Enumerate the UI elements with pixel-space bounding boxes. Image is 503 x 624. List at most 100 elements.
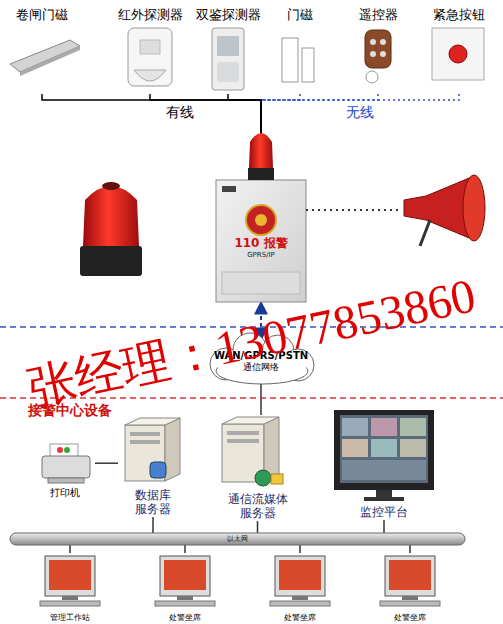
node-text: 遥控器 — [359, 8, 398, 23]
node-text: 卷闸门磁 — [16, 8, 68, 23]
comm-server-top — [222, 417, 279, 424]
workstation: 处警坐席 — [375, 553, 445, 622]
keyboard — [270, 601, 330, 606]
video-tile — [371, 418, 397, 436]
connector-line — [261, 94, 300, 180]
workstation-icon — [380, 556, 440, 606]
pc-stand — [62, 596, 78, 600]
connector-line — [150, 94, 261, 180]
print-dot — [64, 447, 70, 453]
node-text: 红外探测器 — [118, 8, 183, 23]
roller-door-magnet-edge — [20, 46, 80, 76]
emergency-button-plate — [432, 28, 484, 80]
comm-server-tower — [222, 424, 264, 482]
drive-bay — [227, 431, 259, 435]
remote-button — [370, 39, 376, 45]
ethernet-bus: 以太网 — [10, 533, 465, 545]
remote-button — [380, 39, 386, 45]
print-dot — [57, 447, 63, 453]
workstation-icon — [155, 556, 215, 606]
drive-bay — [227, 439, 259, 443]
detector-device: 双鉴探测器 — [188, 4, 268, 94]
node-text: 门磁 — [287, 8, 313, 23]
pc-screen — [279, 560, 321, 590]
node-text: 管理工作站 — [50, 613, 90, 622]
monitor-frame — [334, 410, 434, 490]
monitor-screen — [340, 415, 428, 483]
comm-server-side — [264, 417, 279, 482]
node-text: 以太网 — [227, 533, 248, 545]
strobe-base — [248, 168, 274, 180]
pc-stand — [177, 596, 193, 600]
node-text: 处警坐席 — [394, 613, 426, 622]
host-indicator — [222, 186, 236, 192]
connector-line — [260, 382, 262, 415]
db-server-top — [125, 418, 180, 425]
wireless-label: 无线 — [346, 104, 374, 122]
connector-line — [383, 520, 385, 533]
monitor-stand — [376, 490, 392, 497]
remote-control — [365, 30, 391, 68]
pir-window — [140, 40, 160, 54]
pc-screen — [49, 560, 91, 590]
video-tile — [342, 460, 426, 480]
pir-lens — [134, 70, 166, 81]
connector-line — [257, 521, 259, 533]
dual-detector-grille — [217, 36, 239, 56]
dual-detector — [212, 28, 244, 90]
door-magnet-part — [302, 48, 314, 82]
watermark: 张经理：13077853860 — [0, 258, 503, 425]
pc-stand — [402, 596, 418, 600]
node-text: 通信流媒体 服务器 — [225, 493, 291, 521]
emblem-star — [255, 214, 267, 226]
connector-line — [95, 462, 118, 464]
alarm-host: 110 报警GPRS/IP — [216, 180, 306, 302]
printer: 打印机 — [35, 440, 95, 498]
database-icon — [150, 462, 166, 478]
detector-device: 紧急按钮 — [418, 4, 500, 94]
section-title: 接警中心设备 — [28, 402, 112, 420]
monitor-platform: 监控平台 — [328, 406, 440, 520]
workstation: 管理工作站 — [35, 553, 105, 622]
node-text: 双鉴探测器 — [196, 8, 261, 23]
pc-monitor — [275, 556, 325, 596]
pc-stand — [292, 596, 308, 600]
pc-monitor — [45, 556, 95, 596]
node-text: 处警坐席 — [284, 613, 316, 622]
printer-paper — [50, 444, 78, 457]
keyboard — [380, 601, 440, 606]
db-server-tower — [125, 425, 165, 481]
db-server-side — [165, 418, 180, 481]
connector-line — [184, 545, 186, 553]
comm-server: 通信流媒体 服务器 — [210, 415, 305, 521]
node-text: 110 报警 — [234, 237, 287, 251]
video-tile — [371, 439, 397, 457]
video-tile — [400, 418, 426, 436]
node-text: 紧急按钮 — [433, 8, 485, 23]
printer-tray — [48, 478, 84, 483]
monitor-base — [364, 497, 404, 501]
connector-line — [299, 545, 301, 553]
connector-line — [409, 545, 411, 553]
database-server: 数据库 服务器 — [118, 415, 188, 517]
connector-line — [228, 94, 261, 180]
remote-button — [380, 51, 386, 57]
detector-device: 卷闸门磁 — [2, 4, 82, 94]
police-emblem — [246, 205, 276, 235]
dual-detector-grille — [217, 62, 239, 82]
big-strobe-base — [80, 246, 142, 276]
door-magnet — [282, 38, 298, 82]
key-ring — [366, 71, 378, 83]
pc-screen — [164, 560, 206, 590]
siren-stand — [420, 220, 430, 246]
big-strobe-top — [102, 182, 120, 190]
ethernet-bus — [10, 533, 465, 545]
printer-body — [42, 456, 90, 478]
drive-bay — [130, 440, 160, 444]
video-tile — [342, 439, 368, 457]
siren-horn — [404, 176, 474, 240]
pc-screen — [389, 560, 431, 590]
workstation-icon — [270, 556, 330, 606]
connector-line — [261, 94, 378, 180]
